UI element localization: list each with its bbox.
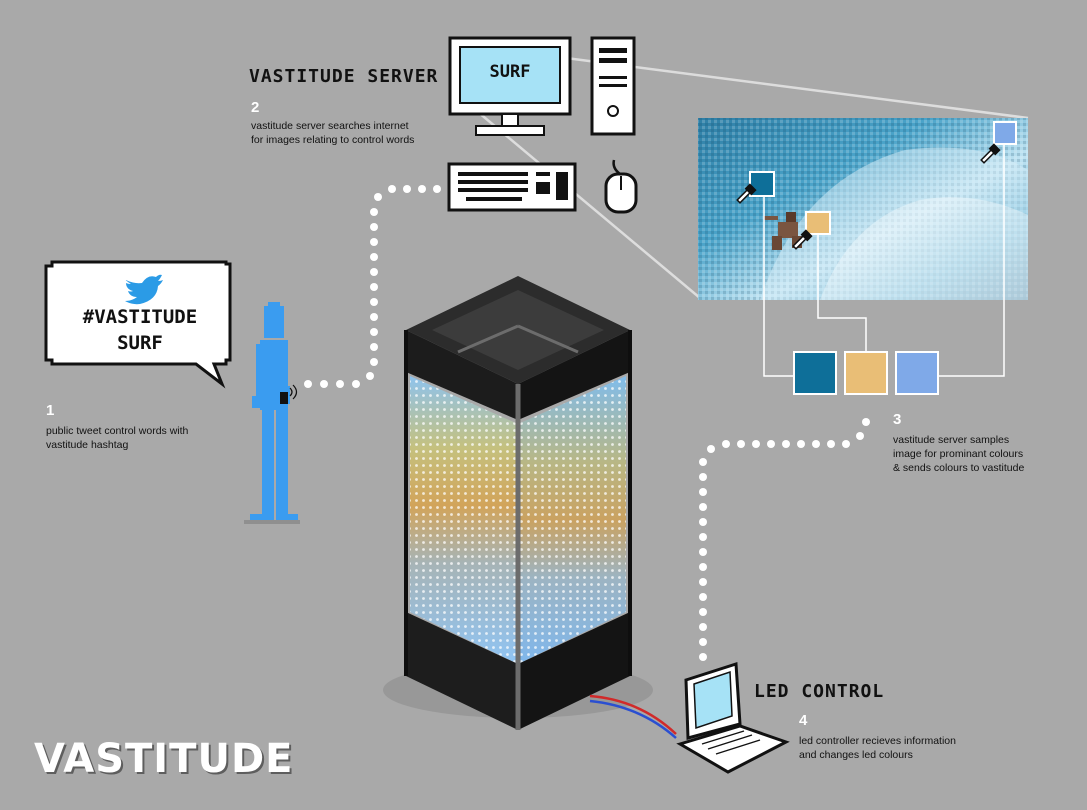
step-2-description: vastitude server searches internet for i… xyxy=(251,119,451,147)
dotted-connection-server-to-led xyxy=(699,418,870,661)
step-1-number: 1 xyxy=(46,402,55,419)
twitter-bird-icon xyxy=(125,274,163,305)
eyedropper-icon xyxy=(736,143,1001,250)
laptop-icon xyxy=(676,661,790,774)
step-3-line: vastitude server samples xyxy=(893,434,1010,446)
keyboard-icon xyxy=(447,162,577,212)
step-1-line: public tweet control words with xyxy=(46,425,189,437)
step-3-number: 3 xyxy=(893,411,902,428)
monitor-screen-word: SURF xyxy=(489,62,531,82)
step-3-line: image for prominant colours xyxy=(893,448,1024,460)
mouse-icon xyxy=(604,159,638,214)
vastitude-logo-title: VASTITUDE xyxy=(34,736,294,782)
led-tower xyxy=(383,276,653,730)
projection-lines xyxy=(477,56,1029,299)
swatch-connectors xyxy=(763,144,1005,377)
step-2-number: 2 xyxy=(251,99,260,116)
step-2-line: vastitude server searches internet xyxy=(251,120,409,132)
led-control-heading: LED CONTROL xyxy=(754,681,885,702)
step-4-number: 4 xyxy=(799,712,808,729)
led-cable xyxy=(589,694,677,739)
step-3-description: vastitude server samples image for promi… xyxy=(893,433,1073,475)
surf-photo xyxy=(698,118,1028,300)
server-heading: VASTITUDE SERVER xyxy=(249,66,439,87)
tweet-word: SURF xyxy=(117,332,163,354)
person-figure xyxy=(244,302,300,524)
step-1-description: public tweet control words with vastitud… xyxy=(46,424,226,452)
step-4-line: led controller recieves information xyxy=(799,735,956,747)
bubble-content: #VASTITUDE SURF xyxy=(50,304,230,356)
tweet-hashtag: #VASTITUDE xyxy=(82,306,198,328)
color-swatches xyxy=(793,351,939,395)
step-4-line: and changes led colours xyxy=(799,749,913,761)
phone-icon xyxy=(280,384,298,404)
step-2-line: for images relating to control words xyxy=(251,134,415,146)
monitor-icon xyxy=(448,36,572,136)
dotted-connection-tweet-to-server xyxy=(304,185,441,388)
computer-tower-icon xyxy=(590,36,636,136)
tweet-speech-bubble xyxy=(44,260,232,389)
step-1-line: vastitude hashtag xyxy=(46,439,129,451)
step-3-line: & sends colours to vastitude xyxy=(893,462,1025,474)
step-4-description: led controller recieves information and … xyxy=(799,734,999,762)
